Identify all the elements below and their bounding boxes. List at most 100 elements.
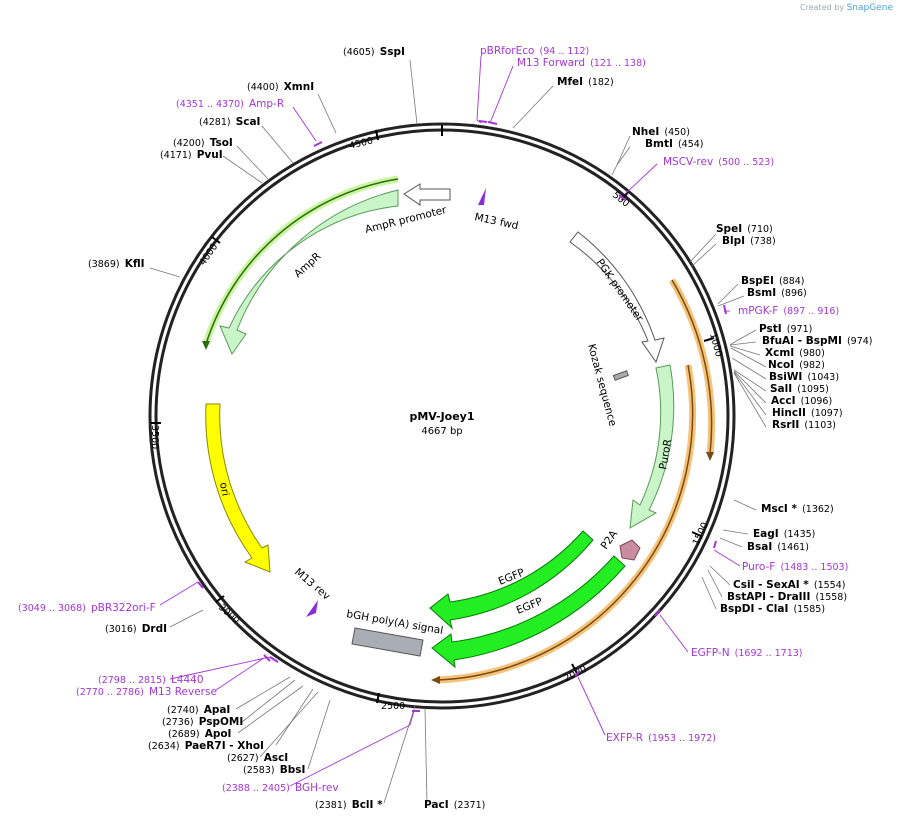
site-name: BsmI <box>747 287 776 299</box>
site-name: CsiI - SexAI * <box>733 579 809 591</box>
svg-text:(4200) TsoI: (4200) TsoI <box>173 131 233 150</box>
site-name: XmnI <box>284 81 314 93</box>
orf-line-2 <box>436 364 694 681</box>
site-name: BbsI <box>280 764 306 776</box>
site-name: BmtI <box>645 138 673 150</box>
site-name: MscI * <box>761 503 797 515</box>
site-pos: (2583) <box>243 765 275 776</box>
svg-text:(2388 .. 2405) BGH-rev: (2388 .. 2405) BGH-rev <box>222 776 339 795</box>
site-name: NheI <box>632 126 659 138</box>
kozak-mark <box>612 370 629 381</box>
site-name: BclI * <box>352 799 383 811</box>
svg-text:pBRforEco (94 .. 112): pBRforEco (94 .. 112) <box>480 39 589 58</box>
site-name: KflI <box>125 258 145 270</box>
site-pos: (1095) <box>797 384 829 395</box>
svg-text:(3049 .. 3068) pBR322ori-F: (3049 .. 3068) pBR322ori-F <box>18 596 156 615</box>
site-name: SpeI <box>716 223 742 235</box>
site-pos: (182) <box>588 77 614 88</box>
primer-name: EXFP-R <box>606 732 643 744</box>
svg-text:(2798 .. 2815) L4440: (2798 .. 2815) L4440 <box>98 668 204 687</box>
site-pos: (4605) <box>343 47 375 58</box>
svg-text:PacI (2371): PacI (2371) <box>424 793 485 812</box>
site-name: AccI <box>771 395 795 407</box>
site-name: SspI <box>380 46 405 58</box>
svg-text:EGFP-N (1692 .. 1713): EGFP-N (1692 .. 1713) <box>691 641 803 660</box>
site-name: ScaI <box>236 116 261 128</box>
ampr-arrow <box>219 189 399 356</box>
site-name: BsaI <box>747 541 772 553</box>
svg-text:MscI * (1362): MscI * (1362) <box>761 497 834 516</box>
primer-name: pBR322ori-F <box>91 602 156 614</box>
primer-range: (94 .. 112) <box>540 46 590 57</box>
svg-text:BfuAI - BspMI (974): BfuAI - BspMI (974) <box>762 329 873 348</box>
svg-text:(4351 .. 4370) Amp-R: (4351 .. 4370) Amp-R <box>176 92 284 111</box>
snapgene-credit: Created by SnapGene <box>800 3 893 13</box>
svg-text:(2634) PaeR7I - XhoI: (2634) PaeR7I - XhoI <box>148 734 264 753</box>
site-name: ApaI <box>204 704 231 716</box>
primer-range: (121 .. 138) <box>590 58 646 69</box>
primer-range: (2388 .. 2405) <box>222 783 290 794</box>
ampr-promoter-arrow <box>403 183 451 206</box>
bgh-polya-box <box>351 627 424 657</box>
site-leaders <box>149 59 767 804</box>
svg-text:BstAPI - DraIII (1558): BstAPI - DraIII (1558) <box>727 585 847 604</box>
site-name: PaeR7I - XhoI <box>185 740 264 752</box>
svg-text:MSCV-rev (500 .. 523): MSCV-rev (500 .. 523) <box>663 150 774 169</box>
svg-text:BsmI (896): BsmI (896) <box>747 281 807 300</box>
m13-fwd-mark <box>478 188 486 205</box>
svg-text:(2740) ApaI: (2740) ApaI <box>167 698 230 717</box>
svg-text:MfeI (182): MfeI (182) <box>557 70 614 89</box>
site-name: AscI <box>264 752 289 764</box>
site-name: TsoI <box>210 137 233 149</box>
site-pos: (1097) <box>811 408 843 419</box>
svg-text:SalI (1095): SalI (1095) <box>770 377 829 396</box>
svg-text:HincII (1097): HincII (1097) <box>772 401 843 420</box>
orf-highlight-2 <box>436 364 697 684</box>
site-pos: (2381) <box>315 800 347 811</box>
label-puror: PuroR <box>657 438 674 470</box>
puror-arrow <box>629 364 675 529</box>
site-name: BspDI - ClaI <box>720 603 788 615</box>
ori-arrow <box>205 403 271 573</box>
primer-range: (1692 .. 1713) <box>735 648 803 659</box>
svg-text:(4605) SspI: (4605) SspI <box>343 40 405 59</box>
primer-labels: pBRforEco (94 .. 112) M13 Forward (121 .… <box>18 39 848 795</box>
site-name: RsrII <box>772 419 799 431</box>
svg-text:BsiWI (1043): BsiWI (1043) <box>769 365 839 384</box>
site-labels: (4605) SspI MfeI (182) (4400) XmnI (4281… <box>88 40 873 812</box>
site-name: BfuAI - BspMI <box>762 335 842 347</box>
site-pos: (2689) <box>168 729 200 740</box>
svg-text:(3869) KflI: (3869) KflI <box>88 252 145 271</box>
site-name: PvuI <box>197 149 223 161</box>
svg-text:(2381) BclI *: (2381) BclI * <box>315 793 383 812</box>
svg-text:M13 Forward (121 .. 138): M13 Forward (121 .. 138) <box>517 51 646 70</box>
site-name: NcoI <box>768 359 794 371</box>
primer-range: (2798 .. 2815) <box>98 675 166 686</box>
site-pos: (1585) <box>793 604 825 615</box>
svg-text:RsrII (1103): RsrII (1103) <box>772 413 836 432</box>
egfp-arrow-2 <box>431 555 626 669</box>
tick-label-2500: 2500 <box>381 701 405 712</box>
primer-range: (2770 .. 2786) <box>76 687 144 698</box>
site-pos: (1096) <box>801 396 833 407</box>
site-name: ApoI <box>205 728 232 740</box>
svg-text:BspDI - ClaI (1585): BspDI - ClaI (1585) <box>720 597 825 616</box>
primer-name: MSCV-rev <box>663 156 713 168</box>
site-pos: (738) <box>750 236 776 247</box>
label-p2a: P2A <box>599 528 621 552</box>
site-pos: (2740) <box>167 705 199 716</box>
site-pos: (2371) <box>454 800 486 811</box>
p2a-mark <box>619 539 641 561</box>
site-name: BstAPI - DraIII <box>727 591 810 603</box>
site-name: DrdI <box>142 623 167 635</box>
label-pgk-promoter: PGK promoter <box>594 257 646 325</box>
svg-text:(2770 .. 2786) M13 Reverse: (2770 .. 2786) M13 Reverse <box>76 680 217 699</box>
plasmid-length: 4667 bp <box>421 426 462 437</box>
primer-name: BGH-rev <box>295 782 339 794</box>
orf-arrowhead-2 <box>431 676 440 684</box>
site-pos: (896) <box>781 288 807 299</box>
primer-range: (897 .. 916) <box>783 306 839 317</box>
site-pos: (1103) <box>804 420 836 431</box>
primer-name: M13 Forward <box>517 57 585 69</box>
